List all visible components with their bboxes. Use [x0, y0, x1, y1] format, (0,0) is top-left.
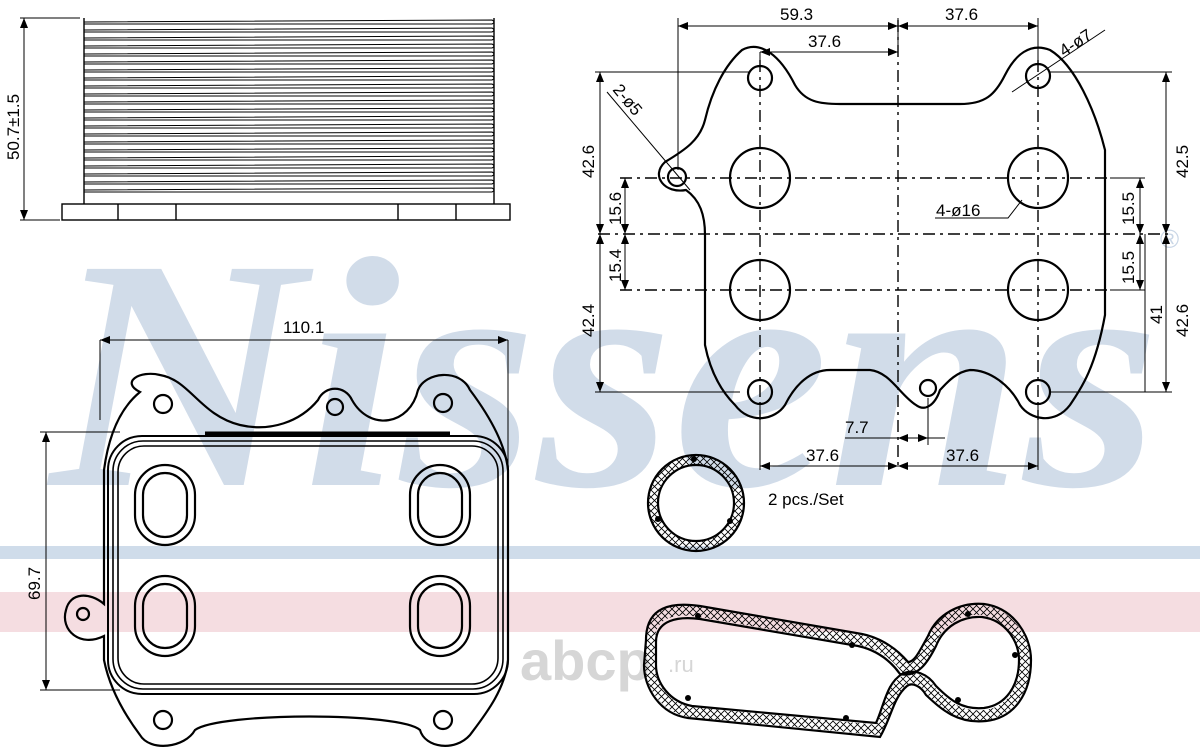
dim-top-right-span: 37.6	[945, 5, 978, 24]
side-view-fins	[83, 19, 495, 193]
round-gasket	[646, 453, 746, 553]
label-hole-large: 4-ø16	[936, 201, 980, 220]
watermark-site-suffix: .ru	[668, 652, 694, 677]
label-hole-small-left: 2-ø5	[609, 80, 646, 119]
dim-right-mid-lower: 15.5	[1119, 251, 1138, 284]
fin	[83, 155, 495, 161]
fin	[83, 171, 495, 177]
fin	[83, 19, 495, 25]
dim-right-mid-upper: 15.5	[1119, 192, 1138, 225]
fin	[83, 99, 495, 105]
fin	[83, 59, 495, 65]
fin	[83, 43, 495, 49]
dim-left-mid-upper: 15.6	[606, 192, 625, 225]
fin	[83, 91, 495, 97]
dim-left-upper: 42.6	[579, 145, 598, 178]
fin	[83, 187, 495, 193]
fin	[83, 107, 495, 113]
dim-right-inner-lower: 41	[1147, 305, 1166, 324]
dim-left-lower: 42.4	[579, 304, 598, 337]
dim-bottom-left-span: 37.6	[806, 446, 839, 465]
fin	[83, 115, 495, 121]
fin	[83, 123, 495, 129]
fin	[83, 163, 495, 169]
fin	[83, 179, 495, 185]
dim-left-mid-lower: 15.4	[606, 249, 625, 282]
fin	[83, 83, 495, 89]
label-hole-small-right: 4-ø7	[1056, 25, 1096, 60]
fin	[83, 67, 495, 73]
dim-top-left-span: 59.3	[780, 5, 813, 24]
front-view: 110.1 69.7	[25, 318, 510, 747]
gasket-set-note: 2 pcs./Set	[768, 490, 844, 509]
dim-width-front: 110.1	[283, 318, 324, 337]
fin	[83, 75, 495, 81]
watermark-site: abcp	[520, 629, 651, 692]
fin	[83, 27, 495, 33]
dim-inner-top-span: 37.6	[808, 32, 841, 51]
watermark-stripe-blue	[0, 546, 1200, 559]
fin	[83, 35, 495, 41]
large-gasket	[642, 602, 1033, 739]
dim-height-front: 69.7	[25, 567, 44, 600]
side-view: 50.7±1.5	[4, 17, 511, 221]
watermark-registered: ®	[1160, 224, 1179, 254]
fin	[83, 51, 495, 57]
dim-right-upper: 42.5	[1173, 145, 1192, 178]
fin	[83, 131, 495, 137]
dim-height-side: 50.7±1.5	[4, 94, 23, 160]
watermark: Nissens ® abcp .ru	[0, 192, 1200, 692]
fin	[83, 147, 495, 153]
fin	[83, 139, 495, 145]
dim-bottom-offset: 7.7	[845, 418, 869, 437]
watermark-brand: Nissens	[45, 192, 1160, 557]
dim-bottom-right-span: 37.6	[946, 446, 979, 465]
dim-right-outer-lower: 42.6	[1173, 304, 1192, 337]
